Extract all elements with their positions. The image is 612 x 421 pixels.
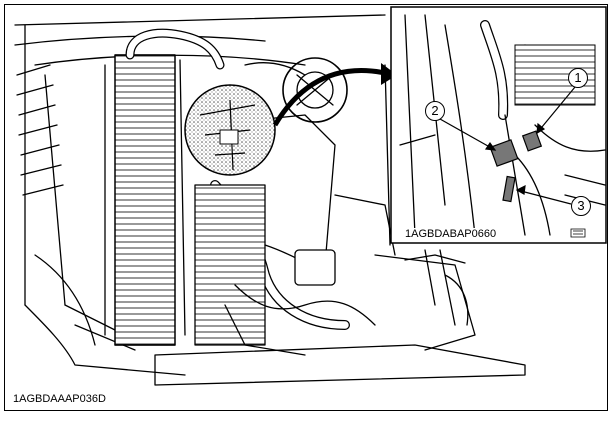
inset-figure-code: 1AGBDABAP0660 <box>403 228 499 241</box>
main-figure-code: 1AGBDAAAP036D <box>11 393 108 406</box>
main-view <box>14 14 526 386</box>
engine-bay-line-drawing <box>14 6 607 386</box>
magnifier-circle <box>184 84 276 176</box>
callout-3: 3 <box>571 196 591 216</box>
figure-frame: 1 2 3 1AGBDABAP0660 1AGBDAAAP036D <box>4 4 608 411</box>
callout-1: 1 <box>568 68 588 88</box>
zoom-arrow <box>272 63 397 127</box>
inset-panel <box>390 6 607 244</box>
callout-2: 2 <box>425 101 445 121</box>
